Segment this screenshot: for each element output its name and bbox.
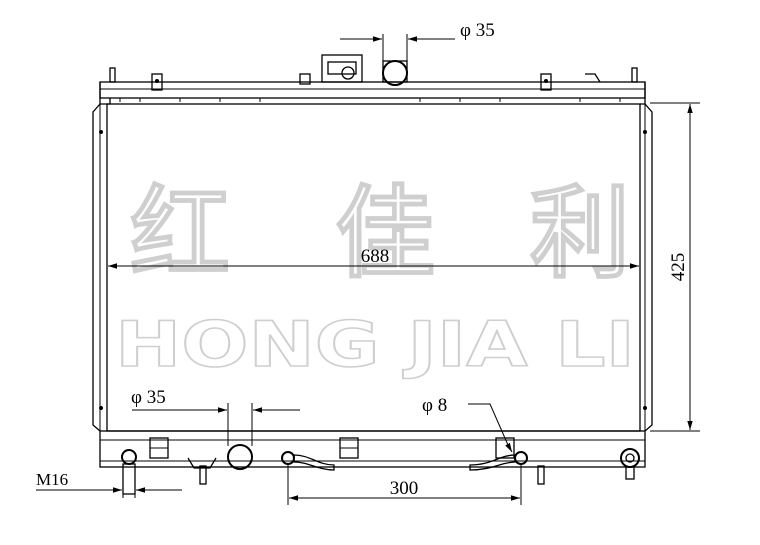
watermark-char-3: 利 xyxy=(530,175,630,292)
small-pipe-label: φ 8 xyxy=(422,395,447,416)
pipe-spacing-label: 300 xyxy=(390,478,419,499)
dimension-pipe-spacing: 300 xyxy=(287,464,522,505)
width-label: 688 xyxy=(361,246,390,267)
top-tank xyxy=(99,54,646,105)
dimension-top-pipe: φ 35 xyxy=(340,20,495,62)
dimension-drain: M16 xyxy=(36,470,182,498)
dimension-height: 425 xyxy=(650,102,700,432)
bottom-tank xyxy=(99,430,646,495)
radiator-core xyxy=(92,103,653,432)
watermark: 红 佳 利 HONG JIA LI xyxy=(114,174,636,382)
bottom-pipe-label: φ 35 xyxy=(131,387,166,408)
drain-label: M16 xyxy=(36,470,68,489)
watermark-char-2: 佳 xyxy=(335,175,435,292)
dimension-small-pipe: φ 8 xyxy=(422,395,513,453)
watermark-text: HONG JIA LI xyxy=(115,308,635,381)
top-pipe-label: φ 35 xyxy=(460,20,495,41)
height-label: 425 xyxy=(668,253,689,282)
dimension-width: 688 xyxy=(108,246,639,269)
watermark-char-1: 红 xyxy=(130,175,230,292)
dimension-bottom-pipe: φ 35 xyxy=(131,387,300,446)
